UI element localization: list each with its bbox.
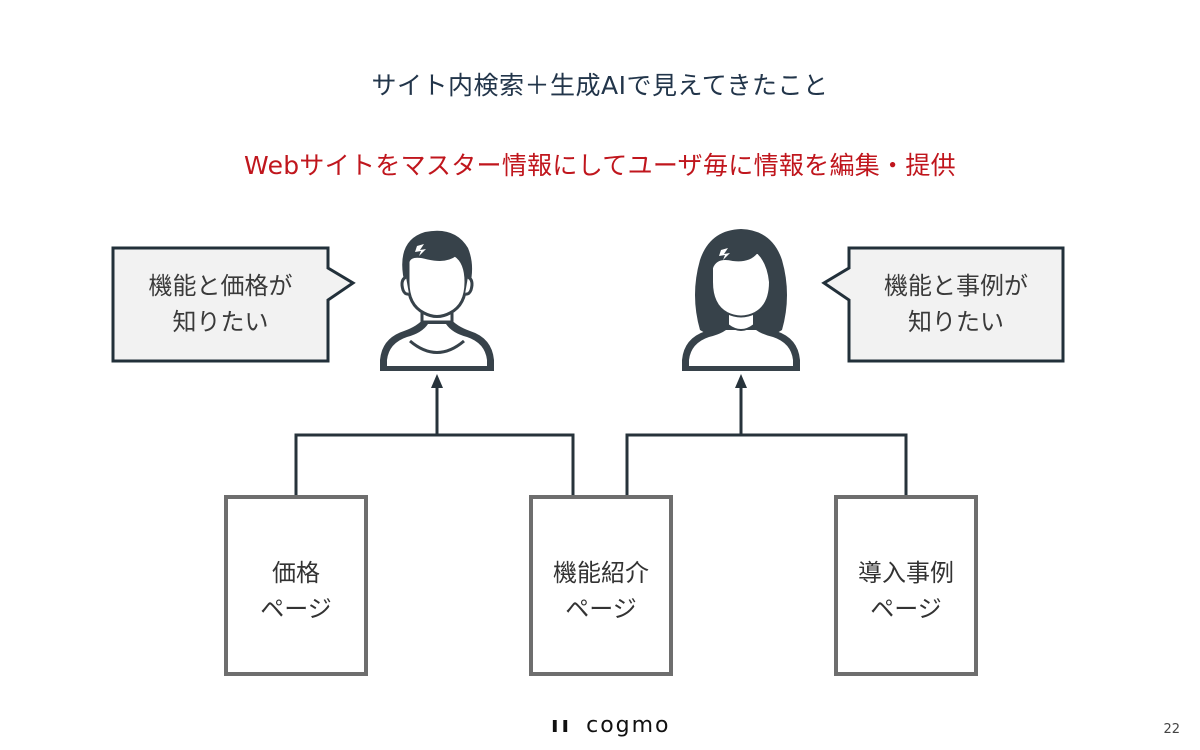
speech-line-1: 機能と価格が <box>148 272 293 300</box>
speech-line-1: 機能と事例が <box>884 272 1028 300</box>
female-user-icon <box>682 229 800 371</box>
page-title: 導入事例 <box>858 559 954 587</box>
logo-text: cogmo <box>586 713 671 738</box>
page-box-cases <box>834 495 978 676</box>
slide-title: サイト内検索＋生成AIで見えてきたこと <box>371 71 829 100</box>
speech-line-2: 知りたい <box>908 308 1004 336</box>
arrow-up-right-icon <box>735 374 747 388</box>
logo-mark: ıı <box>551 713 573 738</box>
page-box-price <box>224 495 368 676</box>
page-label-cases: 導入事例 ページ <box>836 555 976 627</box>
slide-subtitle: Webサイトをマスター情報にしてユーザ毎に情報を編集・提供 <box>244 151 956 180</box>
speech-bubble-left <box>111 246 356 363</box>
page-box-features <box>529 495 673 676</box>
page-suffix: ページ <box>870 595 942 623</box>
speech-line-2: 知りたい <box>172 308 269 336</box>
speech-text-left: 機能と価格が 知りたい <box>113 268 328 340</box>
page-label-price: 価格 ページ <box>226 555 366 627</box>
arrow-up-left-icon <box>431 374 443 388</box>
page-title: 機能紹介 <box>553 559 649 587</box>
page-label-features: 機能紹介 ページ <box>531 555 671 627</box>
page-number: 22 <box>1163 722 1180 737</box>
speech-text-right: 機能と事例が 知りたい <box>849 268 1063 340</box>
page-suffix: ページ <box>565 595 637 623</box>
page-suffix: ページ <box>260 595 332 623</box>
speech-bubble-right <box>821 246 1065 363</box>
connector-left <box>294 386 575 496</box>
male-user-icon <box>380 230 494 371</box>
page-title: 価格 <box>272 559 320 587</box>
connector-right <box>625 386 908 496</box>
